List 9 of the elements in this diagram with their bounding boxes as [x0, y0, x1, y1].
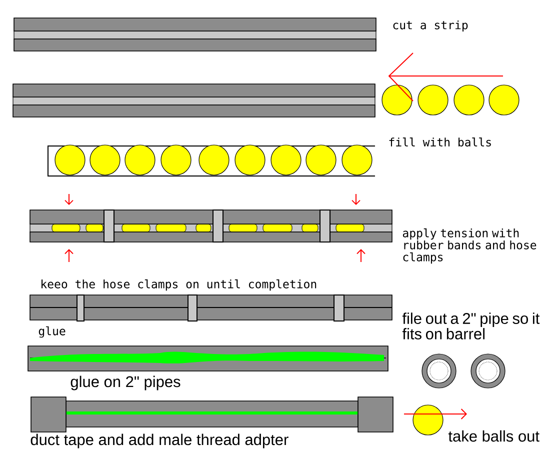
- step-label: fill with balls: [389, 138, 491, 146]
- step-label: cut a strip: [393, 20, 468, 32]
- step-label: keeo the hose clamps on until completion: [42, 279, 316, 291]
- step-label: glue on 2" pipes: [70, 376, 180, 390]
- step-label: apply tension with rubber bands and hose clamps: [402, 228, 536, 264]
- step-label: duct tape and add male thread adpter: [30, 434, 288, 448]
- step-label: glue: [38, 326, 66, 338]
- step-label: file out a 2" pipe so it fits on barrel: [402, 312, 540, 340]
- step-label: take balls out: [448, 430, 540, 442]
